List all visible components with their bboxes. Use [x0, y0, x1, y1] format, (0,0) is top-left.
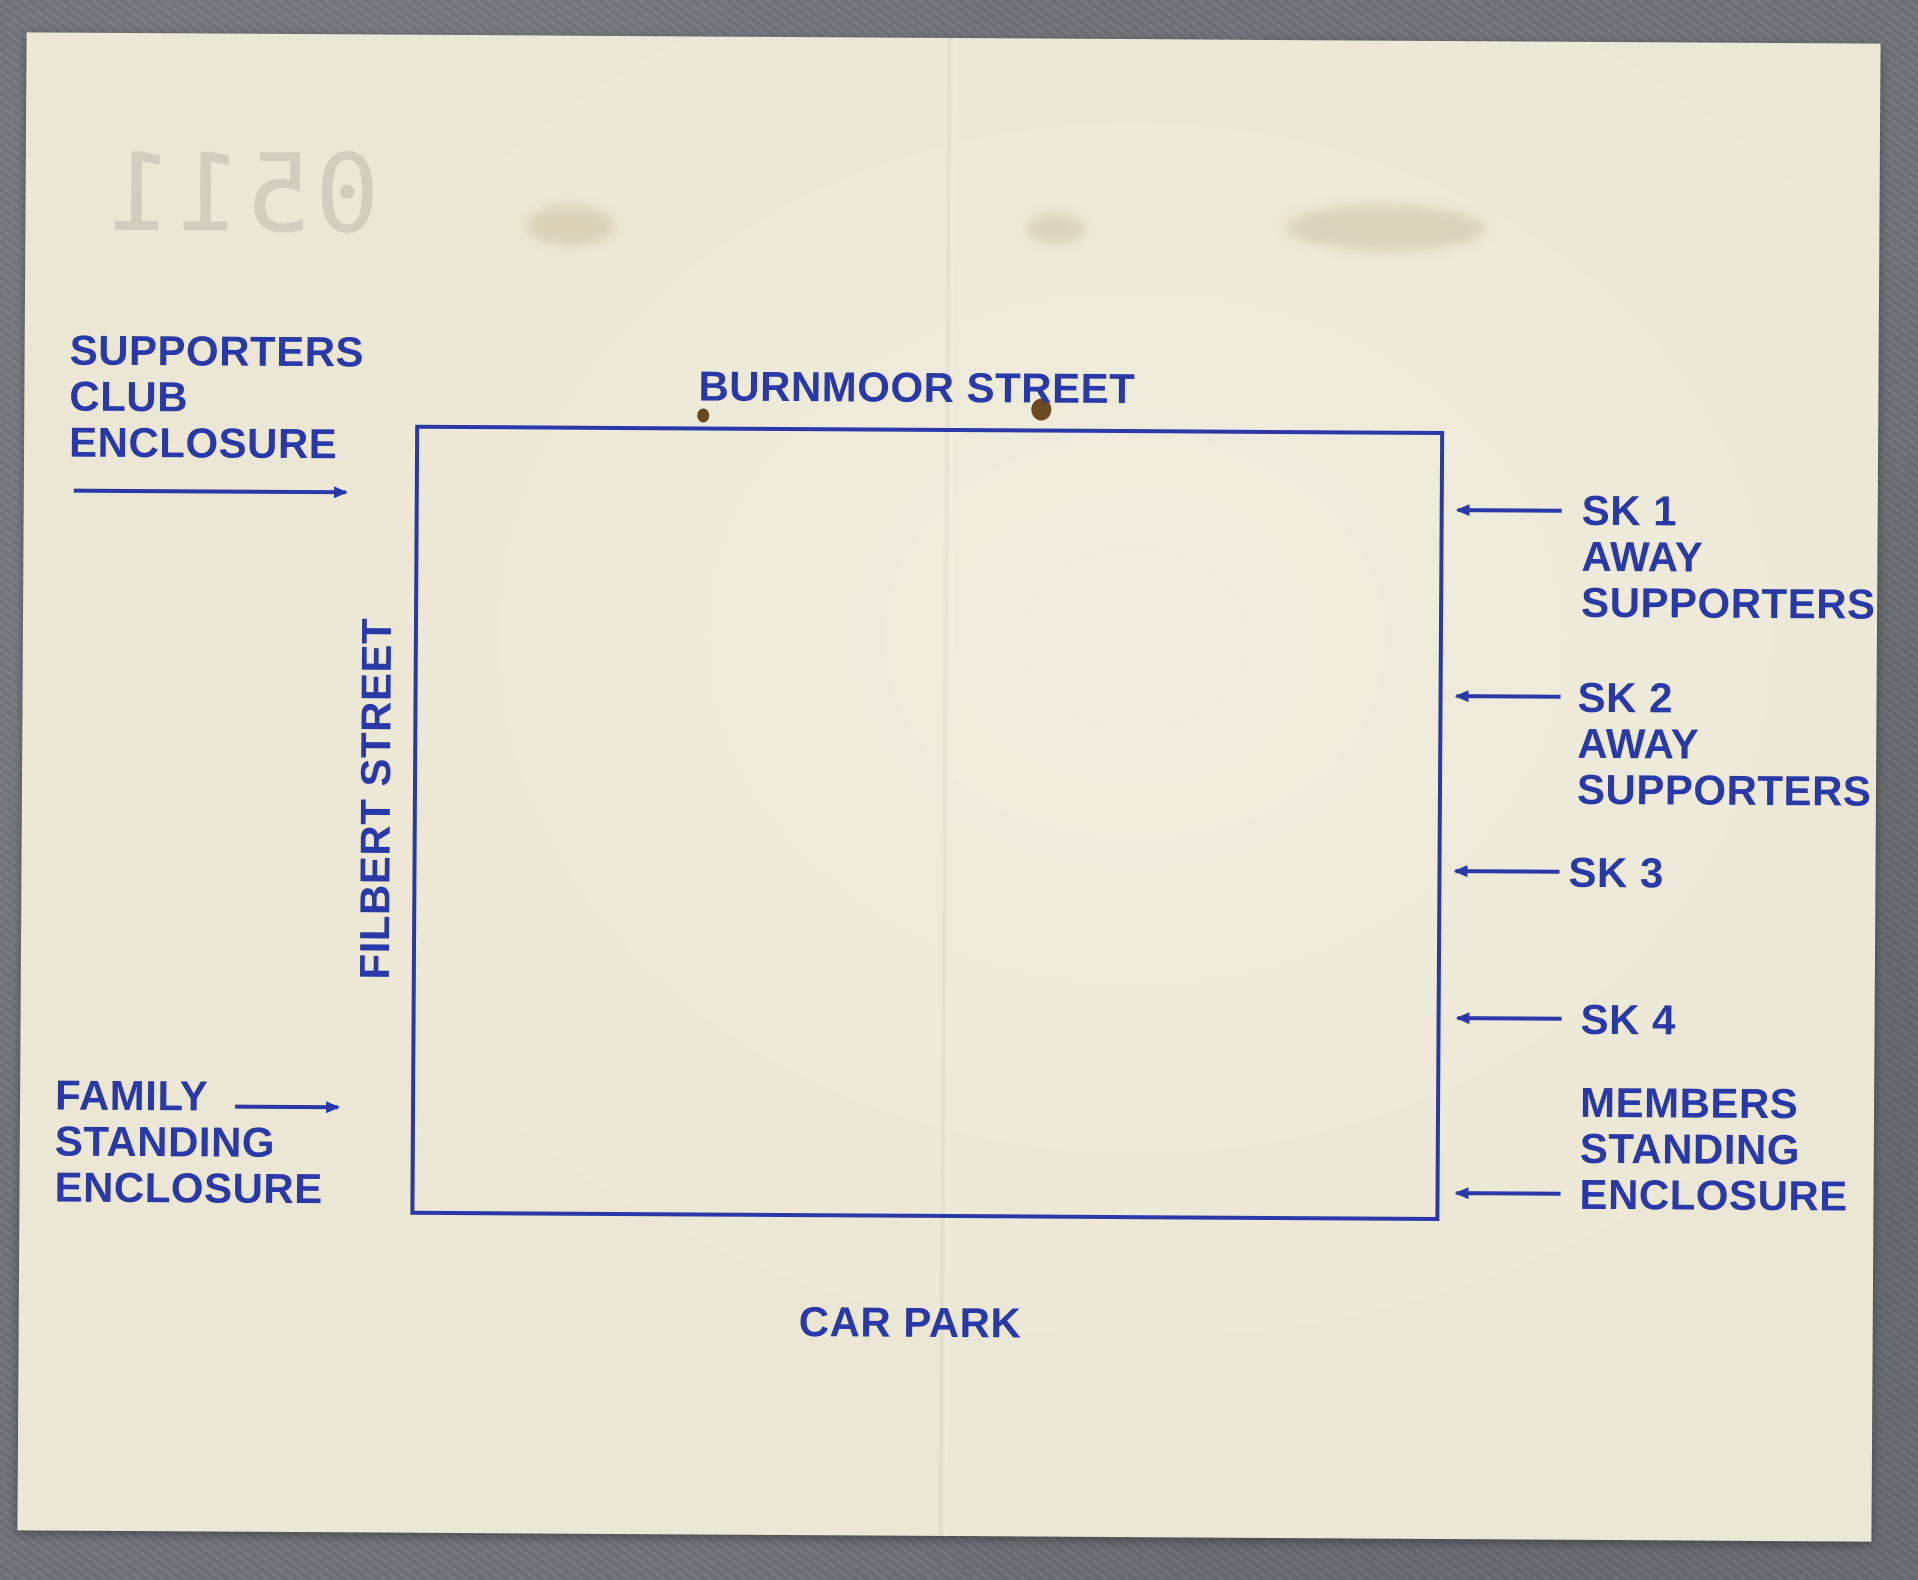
arrow-sk2	[1454, 690, 1561, 703]
family-standing-line-3: ENCLOSURE	[54, 1163, 323, 1213]
sk2-line-1: AWAY	[1577, 719, 1700, 768]
filbert-street-label: FILBERT STREET	[350, 617, 401, 980]
sk1-title: SK 1	[1581, 486, 1678, 535]
arrow-sk3	[1453, 865, 1560, 878]
arrow-family-standing	[235, 1101, 341, 1114]
sk4-label: SK 4	[1580, 995, 1677, 1044]
car-park-label: CAR PARK	[798, 1298, 1022, 1347]
family-standing-enclosure: FAMILY STANDING ENCLOSURE	[54, 1071, 323, 1213]
sk1-label: SK 1 AWAY SUPPORTERS	[1580, 486, 1876, 628]
arrow-members-standing	[1454, 1187, 1561, 1200]
supporters-club-line-2: CLUB	[69, 372, 189, 421]
family-standing-line-1: FAMILY	[54, 1071, 209, 1120]
sk1-line-2: SUPPORTERS	[1580, 578, 1876, 628]
burnmoor-street-label: BURNMOOR STREET	[698, 362, 1136, 413]
sk1-line-1: AWAY	[1581, 532, 1704, 581]
arrow-sk4	[1455, 1012, 1562, 1025]
sk2-label: SK 2 AWAY SUPPORTERS	[1576, 673, 1872, 815]
members-standing-line-3: ENCLOSURE	[1579, 1170, 1848, 1220]
family-standing-line-2: STANDING	[54, 1117, 276, 1166]
arrow-sk1	[1455, 504, 1562, 517]
sk2-title: SK 2	[1577, 673, 1674, 722]
sk2-line-2: SUPPORTERS	[1576, 765, 1872, 815]
members-standing-line-2: STANDING	[1579, 1124, 1801, 1174]
members-standing-enclosure: MEMBERS STANDING ENCLOSURE	[1579, 1078, 1848, 1220]
members-standing-line-1: MEMBERS	[1579, 1078, 1799, 1128]
ticket: 0511 SUPPORTERS CLUB ENCLOSURE BURNMOOR …	[17, 32, 1881, 1542]
stadium-diagram	[73, 424, 1562, 1222]
pitch-outline	[410, 424, 1445, 1222]
supporters-club-line-1: SUPPORTERS	[69, 326, 365, 376]
supporters-club-enclosure: SUPPORTERS CLUB ENCLOSURE	[68, 326, 365, 468]
supporters-club-line-3: ENCLOSURE	[68, 418, 338, 468]
arrow-supporters-club	[73, 486, 348, 499]
sk3-label: SK 3	[1568, 848, 1665, 897]
